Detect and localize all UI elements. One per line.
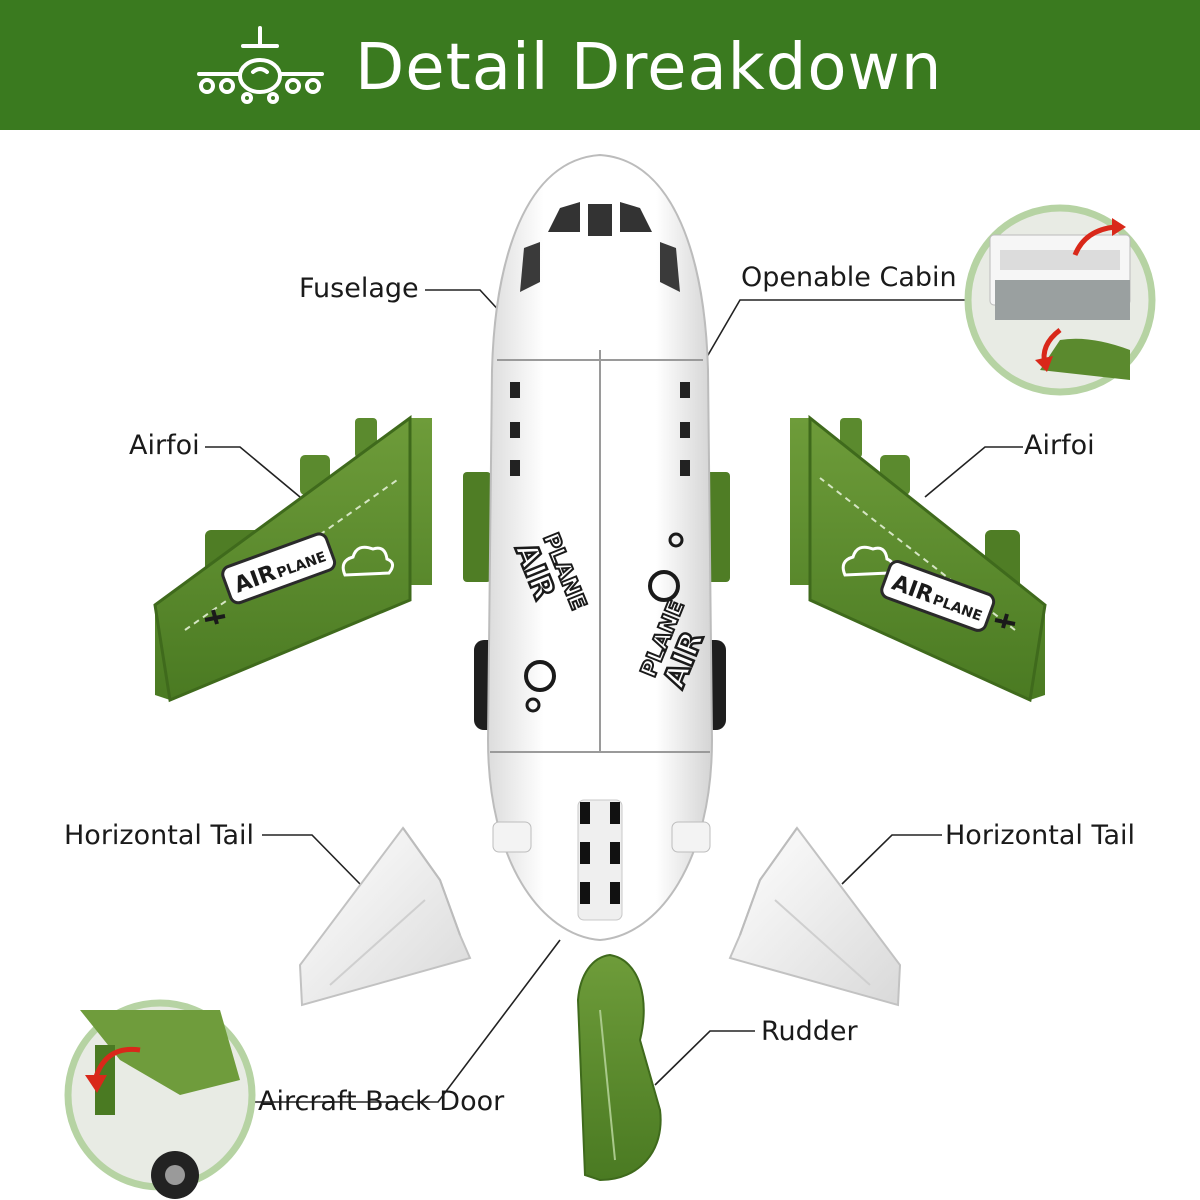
left-horizontal-tail <box>298 826 472 1007</box>
label-back-door: Aircraft Back Door <box>258 1086 505 1117</box>
label-fuselage: Fuselage <box>299 273 419 304</box>
left-wing: AIR PLANE <box>153 415 432 703</box>
left-wing-mount <box>463 472 491 582</box>
globe-icon <box>524 660 556 692</box>
label-openable-cabin: Openable Cabin <box>741 262 957 293</box>
openable-cabin-detail <box>964 204 1156 396</box>
fuselage-body: AIR PLANE AIR PLANE <box>486 153 714 942</box>
label-horizontal-tail-right: Horizontal Tail <box>945 820 1136 851</box>
right-wing: AIR PLANE <box>790 414 1047 703</box>
small-plane-icon <box>994 613 1016 629</box>
back-door-detail <box>64 999 256 1199</box>
header-banner: Detail Dreakdown <box>0 0 1200 130</box>
globe-icon <box>648 570 680 602</box>
small-plane-icon <box>204 609 226 625</box>
cloud-icon <box>341 545 394 577</box>
label-airfoil-right: Airfoi <box>1024 430 1095 461</box>
curved-arrow-icon <box>92 1046 141 1081</box>
label-horizontal-tail-left: Horizontal Tail <box>64 820 255 851</box>
page-title: Detail Dreakdown <box>355 31 943 105</box>
right-horizontal-tail <box>728 826 902 1007</box>
label-rudder: Rudder <box>761 1016 858 1047</box>
label-airfoil-left: Airfoi <box>129 430 200 461</box>
back-door-slots <box>577 799 623 921</box>
leader-lines <box>205 289 1023 1103</box>
airplane-icon <box>197 26 324 104</box>
arrow-up-icon <box>1072 224 1116 257</box>
rudder <box>576 953 662 1182</box>
